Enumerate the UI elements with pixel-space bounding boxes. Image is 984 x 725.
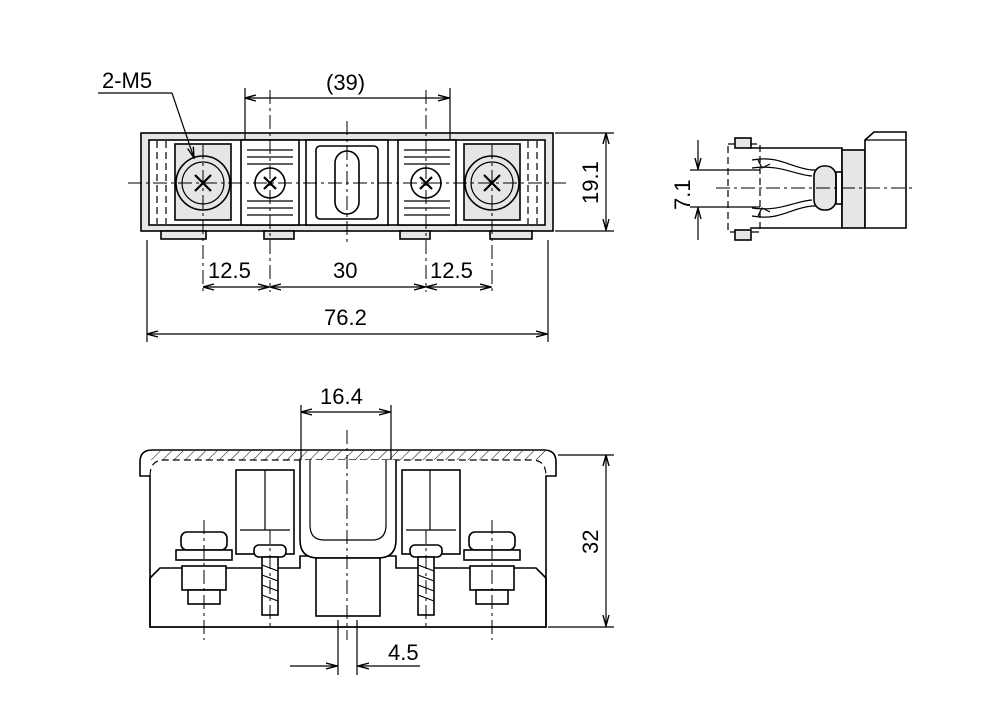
dim-30: 30 xyxy=(333,258,357,283)
section-screw-right xyxy=(463,531,521,605)
dim-12-5-left: 12.5 xyxy=(208,258,251,283)
side-view: 7.1 xyxy=(670,131,916,241)
top-view: 2-M5 (39) 19.1 12.5 30 12.5 76.2 xyxy=(98,68,614,342)
section-screw-left xyxy=(175,531,233,605)
dim-4-5: 4.5 xyxy=(388,640,419,665)
label-2m5: 2-M5 xyxy=(102,68,152,93)
section-view: 16.4 32 4.5 xyxy=(139,384,614,675)
dim-32: 32 xyxy=(578,530,603,554)
dim-12-5-right: 12.5 xyxy=(430,258,473,283)
dim-39: (39) xyxy=(326,70,365,95)
dim-76-2: 76.2 xyxy=(324,305,367,330)
dim-7-1: 7.1 xyxy=(670,179,695,210)
dim-16-4: 16.4 xyxy=(320,384,363,409)
dim-19-1: 19.1 xyxy=(578,161,603,204)
